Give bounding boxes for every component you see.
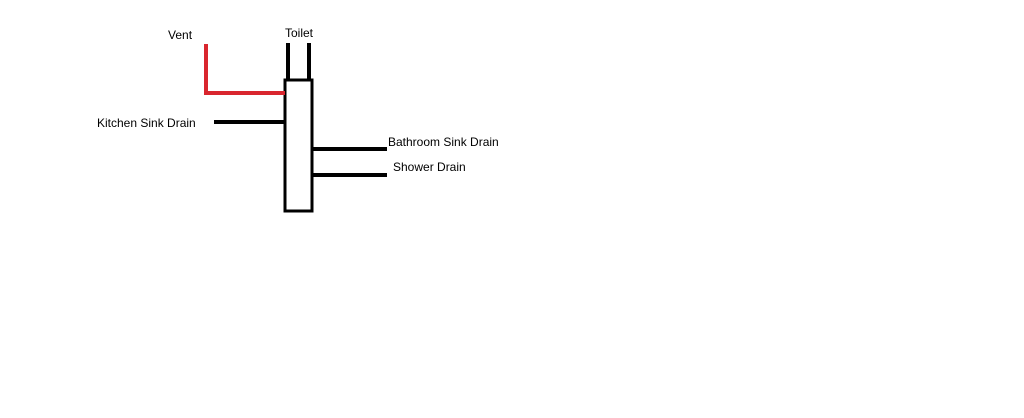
vent-pipe	[204, 44, 285, 95]
toilet-label: Toilet	[285, 26, 314, 40]
kitchen-sink-drain-label: Kitchen Sink Drain	[97, 116, 196, 130]
bathroom-sink-drain-label: Bathroom Sink Drain	[388, 135, 499, 149]
shower-drain-label: Shower Drain	[393, 160, 466, 174]
main-stack-pipe	[283, 78, 314, 213]
vent-label: Vent	[168, 28, 193, 42]
